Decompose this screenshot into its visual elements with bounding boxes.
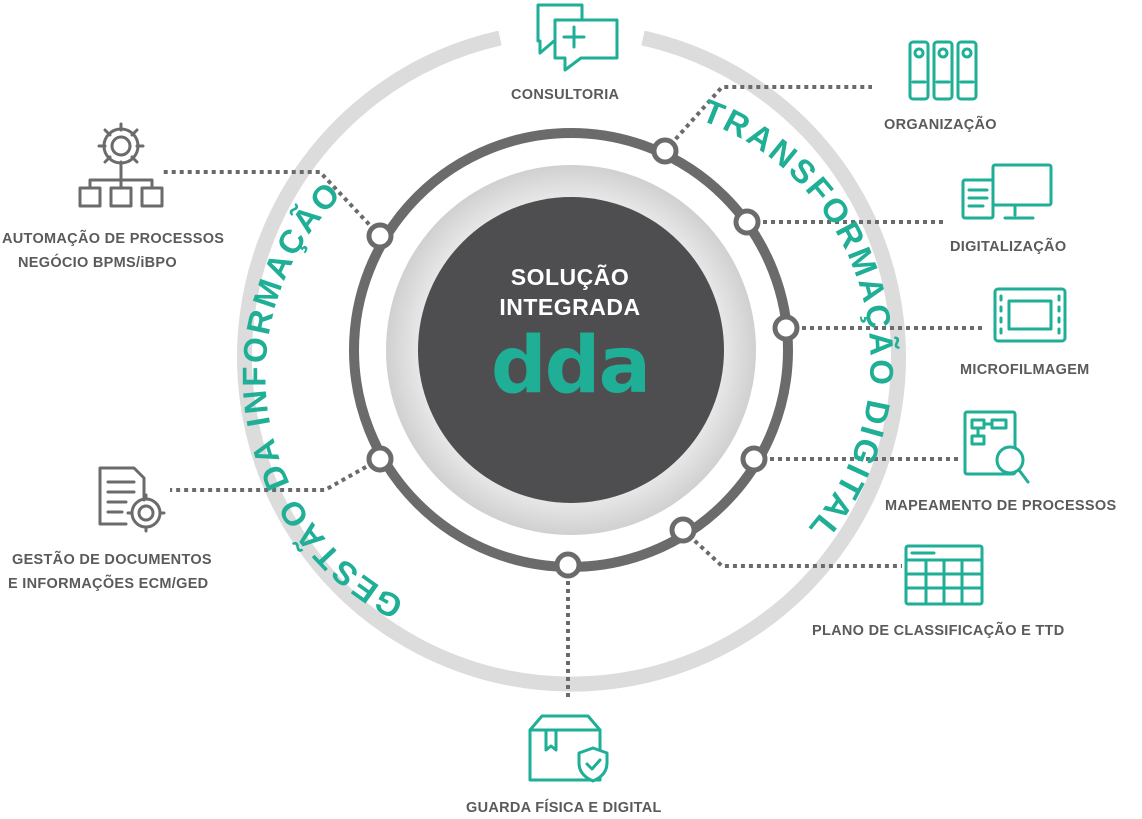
automacao-label-line2: NEGÓCIO BPMS/iBPO [18, 255, 177, 271]
center-title-line2: INTEGRADA [499, 294, 641, 320]
microfilmagem-label: MICROFILMAGEM [960, 362, 1090, 378]
node-digitalizacao [733, 208, 761, 236]
mapeamento-label: MAPEAMENTO DE PROCESSOS [885, 498, 1117, 514]
table-icon [904, 544, 984, 606]
node-mapeamento [740, 445, 768, 473]
process-magnifier-icon [963, 410, 1030, 484]
film-frame-icon [993, 287, 1067, 343]
connectors [160, 85, 985, 700]
guarda-label: GUARDA FÍSICA E DIGITAL [466, 800, 662, 816]
digitalizacao-label: DIGITALIZAÇÃO [950, 239, 1067, 255]
node-guarda [554, 551, 582, 579]
secure-box-icon [528, 714, 609, 783]
gestao-label-line2: E INFORMAÇÕES ECM/GED [8, 576, 209, 592]
ring-nodes [366, 137, 800, 579]
outer-ring [237, 30, 906, 692]
automacao-label-line1: AUTOMAÇÃO DE PROCESSOS [2, 231, 225, 247]
center-title-line1: SOLUÇÃO [510, 264, 630, 290]
brand-logo: dda [490, 321, 651, 411]
computer-icon [961, 163, 1053, 220]
node-gestao [366, 445, 394, 473]
node-organizacao [651, 137, 679, 165]
chat-plus-icon [536, 3, 619, 72]
gear-hierarchy-icon [78, 122, 164, 208]
consultoria-label: CONSULTORIA [511, 87, 620, 103]
node-plano [669, 516, 697, 544]
node-microfilmagem [772, 314, 800, 342]
gestao-label-line1: GESTÃO DE DOCUMENTOS [12, 552, 212, 568]
organizacao-label: ORGANIZAÇÃO [884, 117, 997, 133]
center-label: SOLUÇÃO INTEGRADA dda [430, 262, 710, 408]
document-gear-icon [98, 466, 166, 533]
binders-icon [908, 40, 978, 101]
plano-label: PLANO DE CLASSIFICAÇÃO E TTD [812, 623, 1065, 639]
center-circle [418, 197, 724, 503]
node-automacao [366, 222, 394, 250]
